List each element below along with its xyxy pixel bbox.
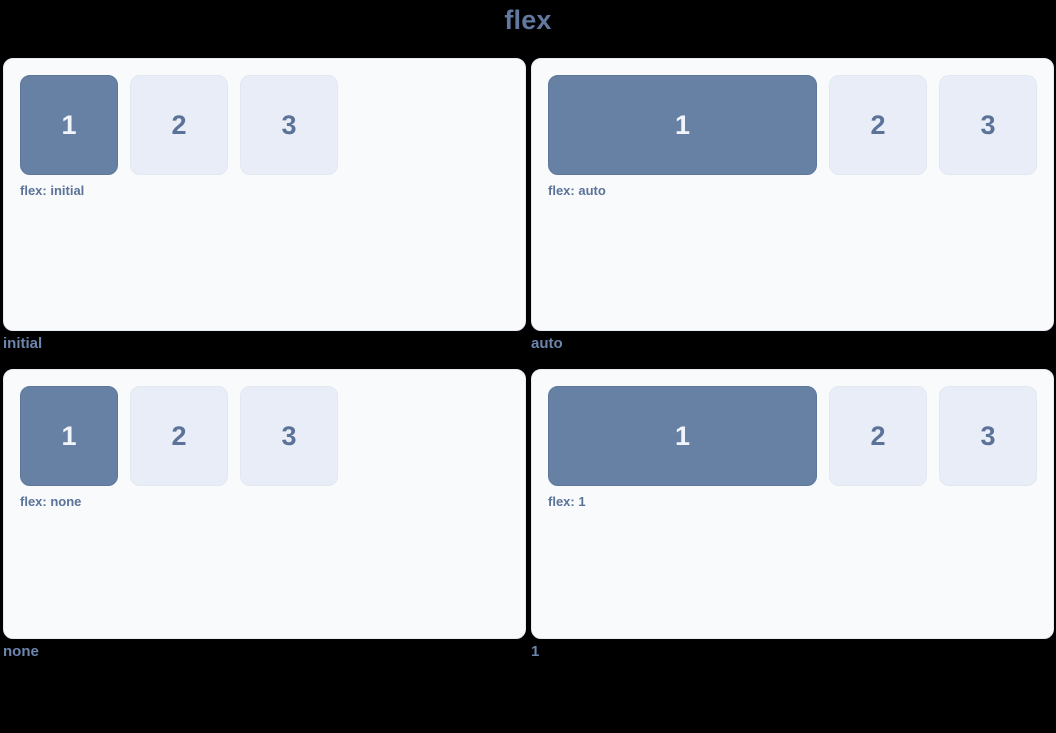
flex-code-label: flex: initial (20, 183, 85, 198)
demo-panel-initial: 1 2 3 flex: initial (3, 58, 526, 331)
flex-code-label: flex: none (20, 494, 82, 509)
flex-container-none: 1 2 3 (20, 386, 509, 486)
flex-item-1: 1 (548, 386, 817, 486)
flex-container-one: 1 2 3 (548, 386, 1037, 486)
panel-cell-one: 1 2 3 flex: 1 1 (528, 369, 1056, 661)
flex-item-3: 3 (939, 75, 1037, 175)
panel-cell-none: 1 2 3 flex: none none (0, 369, 528, 661)
flex-code-label: flex: auto (548, 183, 606, 198)
flex-item-1: 1 (20, 75, 118, 175)
flex-item-2: 2 (130, 75, 228, 175)
flex-code-label: flex: 1 (548, 494, 586, 509)
flex-item-3: 3 (240, 75, 338, 175)
flex-container-auto: 1 2 3 (548, 75, 1037, 175)
flex-item-3: 3 (939, 386, 1037, 486)
demo-panel-one: 1 2 3 flex: 1 (531, 369, 1054, 639)
page-title: flex (504, 5, 552, 35)
panel-caption-initial: initial (3, 335, 43, 352)
flex-item-2: 2 (829, 75, 927, 175)
panel-cell-initial: 1 2 3 flex: initial initial (0, 58, 528, 353)
panel-caption-auto: auto (531, 335, 563, 352)
flex-container-initial: 1 2 3 (20, 75, 509, 175)
flex-item-1: 1 (20, 386, 118, 486)
flex-item-2: 2 (130, 386, 228, 486)
panel-grid: 1 2 3 flex: initial initial 1 2 3 flex: … (0, 58, 1056, 677)
panel-caption-none: none (3, 643, 39, 660)
flex-item-3: 3 (240, 386, 338, 486)
demo-panel-none: 1 2 3 flex: none (3, 369, 526, 639)
flex-item-2: 2 (829, 386, 927, 486)
flex-item-1: 1 (548, 75, 817, 175)
panel-cell-auto: 1 2 3 flex: auto auto (528, 58, 1056, 353)
demo-panel-auto: 1 2 3 flex: auto (531, 58, 1054, 331)
panel-caption-one: 1 (531, 643, 540, 660)
